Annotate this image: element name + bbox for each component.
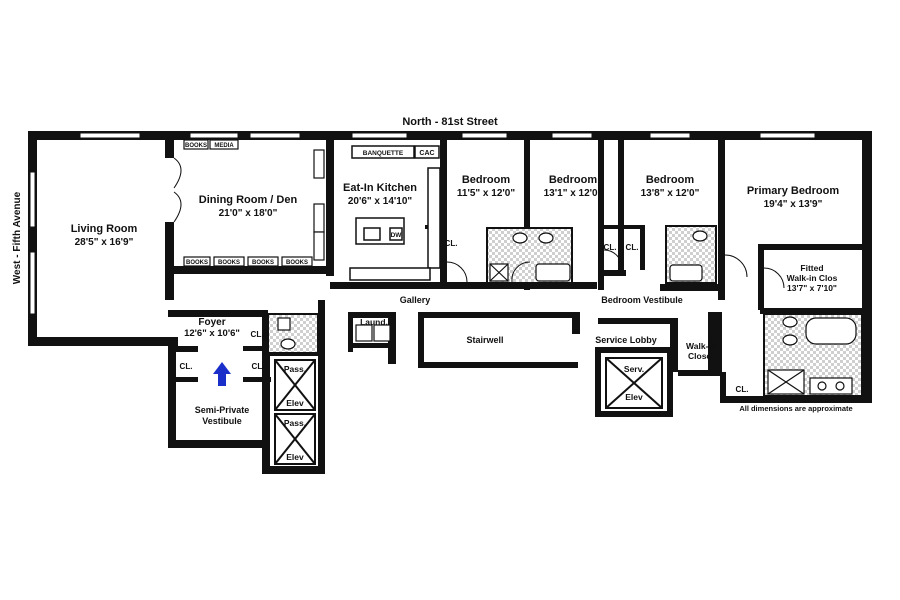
books-label: BOOKS [185, 143, 207, 149]
entry-arrow-icon [213, 362, 231, 386]
closet-label: CL. [252, 362, 265, 371]
cac-label: CAC [419, 150, 434, 157]
closet-label: CL. [736, 385, 749, 394]
disclaimer: All dimensions are approximate [739, 404, 852, 413]
built-ins [183, 139, 391, 342]
pass-elev-2-label-a: Pass. [284, 418, 306, 428]
living-room-dims: 28'5" x 16'9" [75, 237, 134, 248]
fitted-closet-line2: Walk-in Clos [787, 273, 838, 283]
closet-label: CL. [180, 362, 193, 371]
elevators [274, 357, 663, 465]
kitchen-fixtures [349, 145, 441, 281]
stairwell-label: Stairwell [466, 335, 503, 345]
exterior-walls [28, 131, 872, 474]
service-lobby-label: Service Lobby [595, 335, 657, 345]
closet-label: CL. [626, 243, 639, 252]
bedroom-3-dims: 13'8" x 12'0" [641, 188, 700, 199]
serv-elev-label-b: Elev [625, 392, 643, 402]
interior-walls [165, 140, 862, 470]
kitchen-dims: 20'6" x 14'10" [348, 196, 413, 207]
dw-label: DW [391, 232, 403, 239]
pass-elev-1-label-a: Pass. [284, 364, 306, 374]
bedroom-3-name: Bedroom [646, 174, 695, 186]
bedroom-2-dims: 13'1" x 12'0" [544, 188, 603, 199]
primary-bedroom-dims: 19'4" x 13'9" [764, 199, 823, 210]
books-label: BOOKS [186, 260, 208, 266]
dining-room-name: Dining Room / Den [199, 194, 298, 206]
books-label: BOOKS [218, 260, 240, 266]
bedroom-vestibule-label: Bedroom Vestibule [601, 295, 683, 305]
banquette-label: BANQUETTE [363, 150, 404, 157]
bedroom-1-dims: 11'5" x 12'0" [457, 188, 515, 199]
avenue-label: West - Fifth Avenue [12, 191, 23, 284]
doors [173, 157, 785, 289]
kitchen-name: Eat-In Kitchen [343, 182, 417, 194]
foyer-dims: 12'6" x 10'6" [184, 328, 240, 339]
pass-elev-1-label-b: Elev [286, 398, 304, 408]
windows [29, 132, 816, 315]
closet-label: CL. [604, 243, 617, 252]
fitted-closet-line1: Fitted [800, 263, 823, 273]
media-label: MEDIA [214, 143, 234, 149]
closet-label: CL. [445, 239, 458, 248]
laundry-label: Laund. [360, 317, 388, 327]
semi-private-label-2: Vestibule [202, 416, 242, 426]
books-label: BOOKS [252, 260, 274, 266]
walkin-closet-label-1: Walk-in [686, 341, 716, 351]
gallery-label: Gallery [400, 295, 431, 305]
fitted-closet-dims: 13'7" x 7'10" [787, 283, 837, 293]
bedroom-1-name: Bedroom [462, 174, 511, 186]
dining-room-dims: 21'0" x 18'0" [219, 208, 278, 219]
semi-private-label-1: Semi-Private [195, 405, 250, 415]
street-label: North - 81st Street [402, 116, 498, 128]
pass-elev-2-label-b: Elev [286, 452, 304, 462]
primary-bedroom-name: Primary Bedroom [747, 185, 840, 197]
bedroom-2-name: Bedroom [549, 174, 598, 186]
room-labels: North - 81st Street West - Fifth Avenue … [12, 116, 853, 462]
bathrooms [267, 225, 863, 397]
closet-label: CL. [251, 330, 264, 339]
foyer-name: Foyer [198, 317, 225, 328]
books-label: BOOKS [286, 260, 308, 266]
living-room-name: Living Room [71, 223, 138, 235]
walkin-closet-label-2: Closet [688, 351, 714, 361]
serv-elev-label-a: Serv. [624, 364, 644, 374]
